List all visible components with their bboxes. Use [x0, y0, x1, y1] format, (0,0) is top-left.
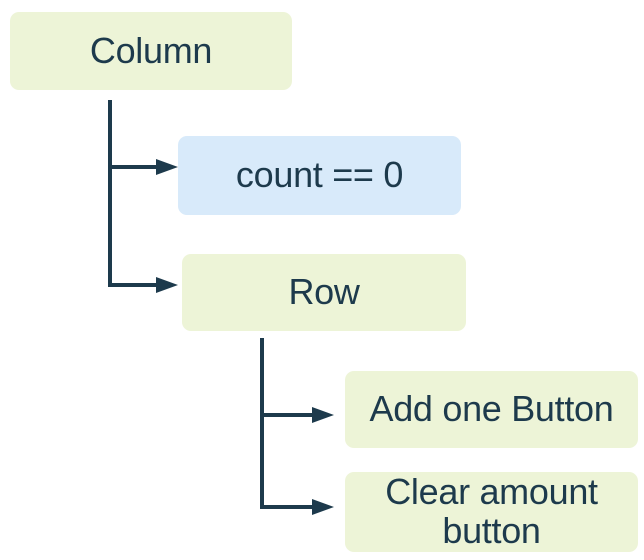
connector-row-to-clear — [262, 505, 312, 509]
node-condition-count: count == 0 — [178, 136, 461, 215]
connector-column-trunk — [108, 100, 112, 287]
arrowhead-to-clear-icon — [312, 499, 334, 515]
node-add-one-button: Add one Button — [345, 371, 638, 448]
node-column: Column — [10, 12, 292, 90]
connector-row-trunk — [260, 338, 264, 509]
arrowhead-to-add-one-icon — [312, 407, 334, 423]
connector-column-to-condition — [110, 165, 158, 169]
connector-row-to-add-one — [262, 413, 312, 417]
connector-column-to-row — [110, 283, 158, 287]
node-clear-amount-button: Clear amount button — [345, 472, 638, 552]
arrowhead-to-row-icon — [156, 277, 178, 293]
node-row: Row — [182, 254, 466, 331]
arrowhead-to-condition-icon — [156, 159, 178, 175]
